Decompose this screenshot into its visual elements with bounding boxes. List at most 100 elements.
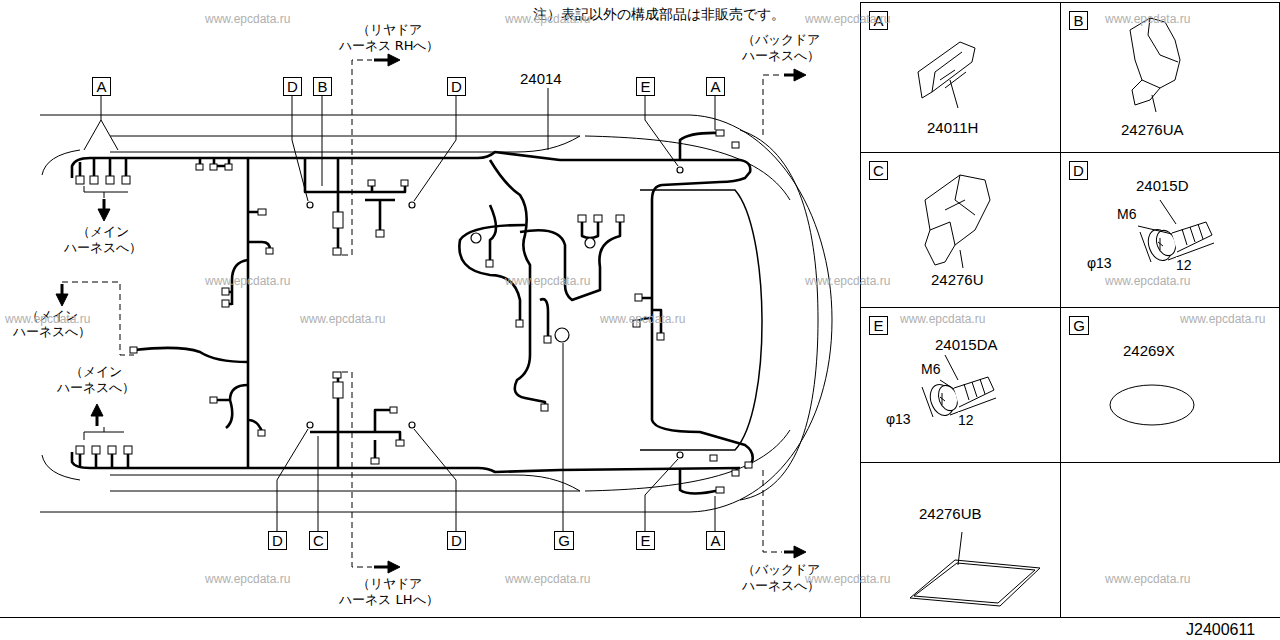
drawing-polygon	[91, 404, 103, 416]
drawing-path	[84, 427, 124, 440]
watermark: www.epcdata.ru	[1105, 274, 1190, 288]
callout-letter-box: A	[706, 77, 725, 96]
drawing-path	[680, 133, 720, 494]
drawing-path	[918, 42, 975, 98]
direction-arrows	[56, 54, 806, 573]
drawing-circle	[677, 167, 683, 173]
watermark: www.epcdata.ru	[205, 12, 290, 26]
drawing-circle	[555, 328, 569, 342]
watermark: www.epcdata.ru	[1105, 12, 1190, 26]
callout-letter: A	[710, 78, 720, 95]
drawing-path	[247, 158, 250, 468]
callout-letter-box: E	[636, 531, 655, 550]
drawing-rect	[130, 347, 137, 353]
drawing-rect	[390, 407, 397, 413]
callout-letter: C	[313, 532, 324, 549]
drawing-path	[84, 186, 128, 198]
part-panel: 24276UB	[860, 462, 1061, 618]
drawing-path	[960, 250, 963, 268]
drawing-polygon	[794, 69, 806, 81]
drawing-path	[540, 299, 548, 338]
drawing-rect	[222, 288, 229, 295]
drawing-rect	[401, 180, 408, 186]
drawing-path	[292, 96, 308, 201]
drawing-path	[1158, 238, 1163, 250]
drawing-circle	[471, 233, 481, 243]
drawing-path	[520, 222, 620, 300]
drawing-rect	[594, 215, 602, 222]
watermark: www.epcdata.ru	[205, 274, 290, 288]
drawing-circle	[409, 422, 415, 428]
drawing-polygon	[794, 546, 806, 558]
drawing-path	[310, 372, 400, 468]
drawing-rect	[616, 215, 624, 222]
drawing-path	[954, 377, 994, 407]
callout-letter: D	[451, 78, 462, 95]
drawing-path	[930, 175, 975, 245]
drawing-path	[932, 52, 966, 92]
drawing-rect	[76, 446, 84, 454]
drawing-circle	[585, 238, 595, 248]
drawing-rect	[376, 230, 384, 237]
harness-note: （メイン ハーネスへ）	[60, 224, 146, 255]
callout-letter-box: E	[636, 77, 655, 96]
drawing-rect	[486, 260, 493, 267]
callout-letter: D	[272, 532, 283, 549]
drawing-rect	[106, 176, 114, 184]
drawing-rect	[76, 176, 84, 184]
callout-letter-box: D	[447, 531, 466, 550]
drawing-path	[1138, 200, 1214, 262]
callout-letter-box: A	[92, 77, 111, 96]
callout-letter-box: G	[554, 531, 574, 550]
drawing-rect	[333, 212, 343, 228]
drawing-rect	[333, 248, 341, 255]
drawing-path	[414, 96, 456, 201]
drawing-path	[740, 130, 818, 500]
drawing-path	[940, 393, 945, 405]
drawing-rect	[516, 320, 523, 327]
drawing-rect	[122, 176, 130, 184]
callout-letter: A	[710, 532, 720, 549]
drawing-rect	[396, 440, 404, 446]
drawing-polygon	[388, 54, 400, 66]
drawing-path	[763, 470, 782, 552]
drawing-path	[1172, 222, 1212, 252]
callout-letter: B	[317, 78, 327, 95]
drawing-path	[110, 475, 580, 491]
drawing-rect	[578, 215, 586, 222]
callout-letter-box: E	[869, 316, 888, 335]
drawing-path	[1142, 18, 1178, 88]
watermark: www.epcdata.ru	[300, 312, 385, 326]
drawing-path	[964, 379, 985, 400]
watermark: www.epcdata.ru	[205, 572, 290, 586]
harness-note: （メイン ハーネスへ）	[50, 364, 142, 395]
leader-lines	[84, 88, 715, 531]
drawing-path	[277, 429, 308, 531]
drawing-rect	[541, 404, 548, 411]
drawing-ellipse	[1110, 385, 1194, 425]
drawing-path	[305, 158, 405, 255]
callout-letter-box: D	[1069, 161, 1088, 180]
watermark: www.epcdata.ru	[1180, 312, 1265, 326]
drawing-path	[110, 136, 580, 152]
watermark: www.epcdata.ru	[1105, 572, 1190, 586]
drawing-rect	[745, 462, 752, 468]
callout-letter: B	[1073, 12, 1083, 29]
dimension-label: 24014	[520, 70, 562, 88]
drawing-path	[645, 459, 678, 531]
dimension-label: M6	[1117, 206, 1136, 223]
dimension-label: φ13	[886, 411, 911, 428]
callout-letter-box: D	[283, 77, 302, 96]
drawing-path	[322, 96, 323, 186]
part-panel: 24015DAE	[860, 307, 1061, 463]
drawing-rect	[258, 209, 266, 215]
drawing-rect	[210, 164, 217, 170]
part-number: 24011H	[927, 119, 978, 136]
callout-letter-box: C	[869, 161, 888, 180]
dimension-label: φ13	[1087, 255, 1112, 272]
drawing-path	[1130, 18, 1180, 105]
part-number: 24276UB	[919, 505, 982, 522]
callout-letter: A	[96, 78, 106, 95]
drawing-rect	[333, 382, 343, 398]
